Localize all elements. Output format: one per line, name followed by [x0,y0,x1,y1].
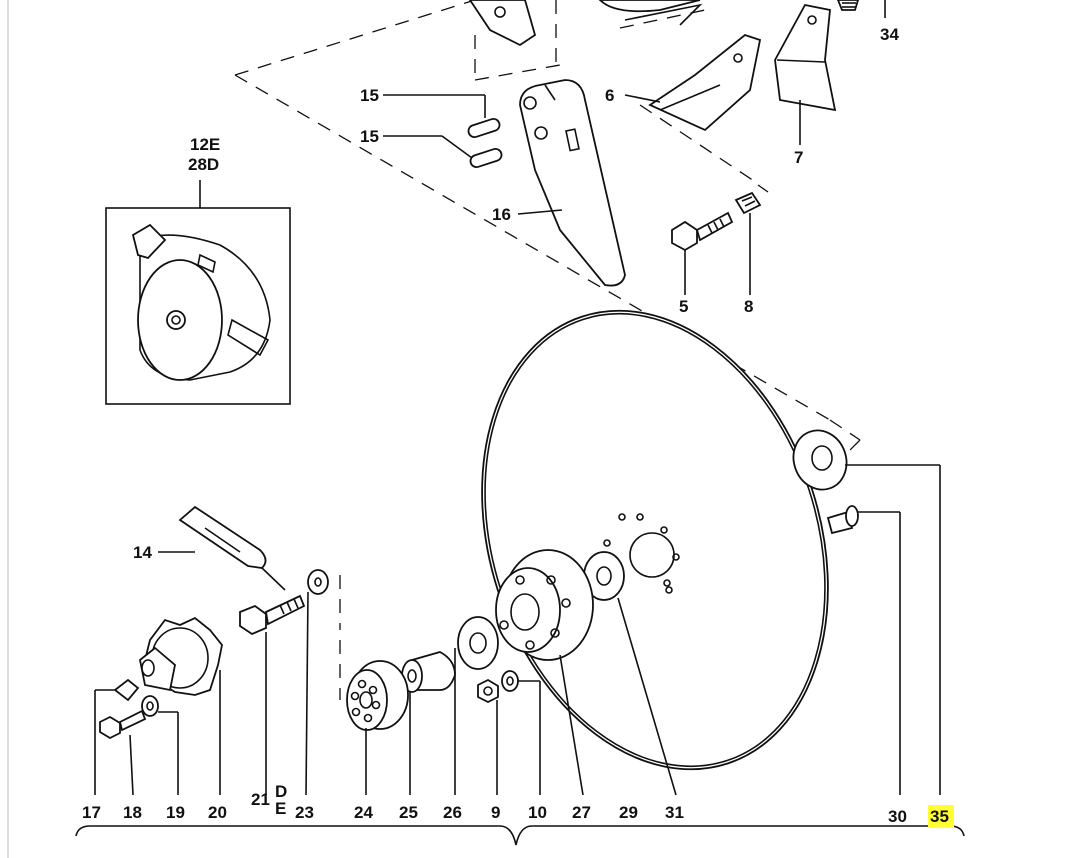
label-16: 16 [492,205,511,224]
label-26: 26 [443,803,462,822]
label-21-d: D [275,782,287,801]
label-31: 31 [665,803,684,822]
part-26-sleeve [454,616,499,795]
part-6-scraper-blade [648,33,762,132]
part-16-mount-bracket [519,79,626,287]
part-20-spindle [139,616,223,795]
top-shank-fragment [598,0,703,26]
label-25: 25 [399,803,418,822]
label-29: 29 [619,803,638,822]
label-8: 8 [744,297,753,316]
part-23-washer [305,569,329,796]
label-15b: 15 [360,127,379,146]
part-8-nut [734,184,769,215]
label-15a: 15 [360,86,379,105]
label-17: 17 [82,803,101,822]
label-14: 14 [133,543,152,562]
part-19-washer [141,695,179,795]
dashed-guides [234,0,861,700]
part-27-hub [495,549,594,796]
label-20: 20 [208,803,227,822]
part-17-grease-fitting [94,678,140,795]
label-19: 19 [166,803,185,822]
part-35-bushing [792,429,941,795]
label-9: 9 [491,803,500,822]
label-10: 10 [528,803,547,822]
label-35: 35 [930,807,949,826]
highlight-35 [928,805,954,828]
part-7-scraper-arm [774,3,837,112]
part-10-washer [501,670,541,795]
label-24: 24 [354,803,373,822]
top-bracket-fragment [468,0,537,47]
label-27: 27 [572,803,591,822]
label-21-e: E [275,799,286,818]
part-18-bolt [99,709,147,796]
part-21-bolt [239,594,306,795]
part-15-pins [467,118,503,168]
leader-lines [383,94,801,295]
label-30: 30 [888,807,907,826]
part-34-bolt [837,0,886,18]
label-6: 6 [605,86,614,105]
label-34: 34 [880,25,899,44]
part-25-spacer [401,651,456,795]
part-30-bolt [826,505,901,795]
part-29-disc-blade [481,309,829,771]
inset-label-top: 12E [190,135,220,154]
label-23: 23 [295,803,314,822]
label-21: 21 [251,790,270,809]
inset-label-bottom: 28D [188,155,219,174]
bottom-brace [75,825,965,846]
label-18: 18 [123,803,142,822]
label-7: 7 [794,148,803,167]
part-5-bolt [671,211,734,252]
inset-box [105,180,291,405]
part-14-grease-tube [158,505,286,591]
label-5: 5 [679,297,688,316]
part-24-bearing [346,660,409,795]
part-9-nut [477,678,499,795]
